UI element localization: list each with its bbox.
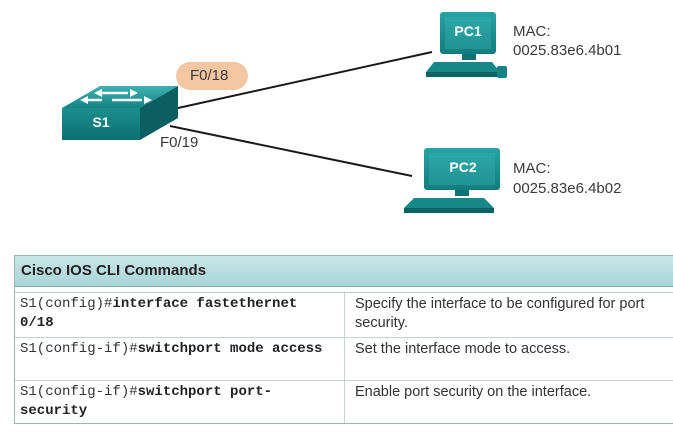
table-row: S1(config)#interface fastethernet 0/18 S… [15,293,673,338]
switch-s1-label: S1 [92,114,110,130]
switch-s1-icon [62,86,178,140]
table-row: S1(config-if)#switchport port-security E… [15,381,673,423]
command-cell: S1(config-if)#switchport mode access [15,338,345,380]
pc1-label: PC1 [454,23,482,39]
command-prompt: S1(config)# [20,296,113,312]
command-cell: S1(config)#interface fastethernet 0/18 [15,293,345,337]
pc1-icon [426,12,507,78]
port-f019-label: F0/19 [160,134,199,151]
network-diagram [62,12,507,213]
link-s1-pc1 [177,51,433,109]
description-cell: Enable port security on the interface. [355,384,592,400]
cli-commands-table: Cisco IOS CLI Commands S1(config)#interf… [14,255,673,424]
pc2-mac-address: 0025.83e6.4b02 [513,180,622,197]
pc1-mac-title: MAC: [513,23,551,40]
port-f018-label: F0/18 [190,67,229,84]
pc2-label: PC2 [449,159,477,175]
table-title: Cisco IOS CLI Commands [15,256,673,287]
description-cell: Specify the interface to be configured f… [355,296,645,331]
command-text: switchport port-security [20,384,273,419]
command-text: switchport mode access [137,341,323,357]
command-prompt: S1(config-if)# [20,341,138,357]
command-cell: S1(config-if)#switchport port-security [15,381,345,423]
link-s1-pc2 [169,125,413,177]
pc1-mac-address: 0025.83e6.4b01 [513,42,622,59]
command-prompt: S1(config-if)# [20,384,138,400]
pc2-icon [404,148,500,213]
table-row: S1(config-if)#switchport mode access Set… [15,338,673,381]
command-text: interface fastethernet 0/18 [20,296,298,331]
description-cell: Set the interface mode to access. [355,341,571,357]
port-f018-highlight [176,62,248,90]
table-header-gap [15,287,673,293]
pc2-mac-title: MAC: [513,160,551,177]
